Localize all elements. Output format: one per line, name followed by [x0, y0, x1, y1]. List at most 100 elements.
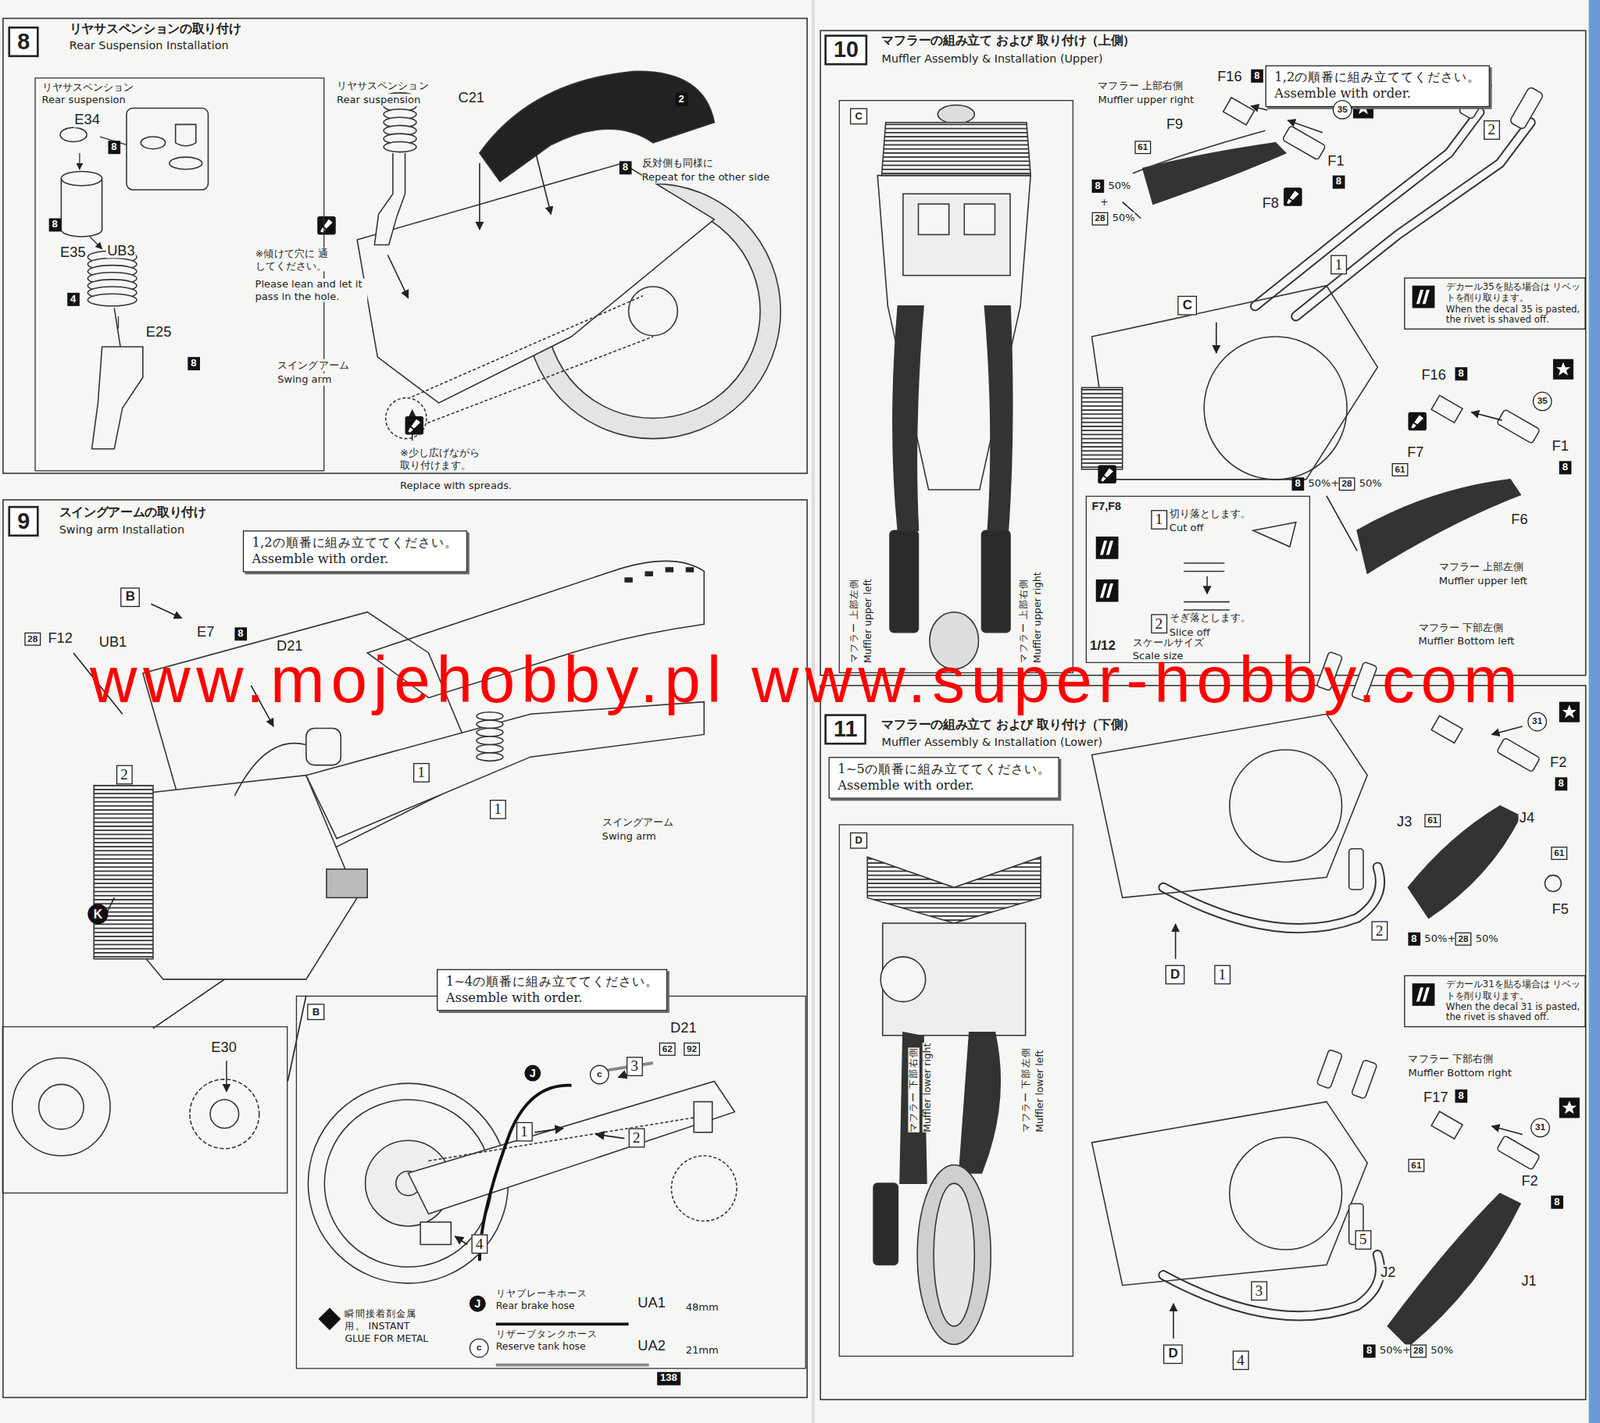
callout-number: 2 [628, 1128, 645, 1148]
paint-code: 8 [1455, 1089, 1468, 1103]
note-text: マフラー 上部左側 [1439, 560, 1525, 573]
hose-mark: J [524, 1065, 541, 1083]
node-text: Assemble with order. [252, 551, 459, 568]
note-text: Swing arm [277, 373, 332, 386]
callout-number: 1 [516, 1122, 533, 1142]
note-text: Swing arm [602, 830, 657, 843]
decal-number: 35 [1532, 392, 1553, 412]
step-title-en: Muffler Assembly & Installation (Lower) [881, 736, 1103, 750]
paint-code: 28 [1092, 212, 1109, 226]
note-text: 50% [1112, 212, 1136, 225]
note-text: 50%+ [1424, 932, 1456, 945]
note-text: ※少し広げながら 取り付けます。 [400, 446, 493, 471]
note-text: スイングアーム [277, 359, 349, 372]
note-text: そぎ落とします。 [1169, 612, 1251, 625]
part-number: E34 [73, 112, 101, 129]
node-text: Assemble with order. [837, 778, 1050, 795]
note-text: 反対側も同様に [642, 157, 714, 169]
muffler-label: Muffler lower left [1034, 1050, 1046, 1133]
part-number: F6 [1510, 512, 1529, 529]
callout-number: 1 [1214, 965, 1230, 985]
step-title-en: Rear Suspension Installation [69, 39, 229, 54]
callout-number: 1 [1150, 510, 1167, 529]
hose-mark: J [469, 1296, 486, 1313]
muffler-label: マフラー 下部左側 [1020, 1047, 1032, 1133]
part-number: E35 [59, 244, 87, 261]
node-text: 1,2の順番に組み立ててください。 [1274, 69, 1481, 86]
view-letter: C [1177, 296, 1197, 316]
muffler-label: Muffler upper left [863, 578, 875, 664]
paint-code: 8 [1332, 175, 1345, 189]
part-number: F1 [1326, 153, 1346, 169]
callout-number: 1 [1330, 255, 1347, 275]
paint-code: 61 [1550, 846, 1568, 861]
paint-code: 62 [659, 1042, 676, 1057]
decal-note: デカール31を貼る場合は リベットを削り取ります。When the decal … [1403, 975, 1586, 1029]
note-text: Please lean and let it pass in the hole. [255, 278, 368, 303]
note-text: 50% [1107, 179, 1131, 192]
note-text: マフラー 下部右側 [1407, 1053, 1493, 1065]
node-text: D [850, 832, 868, 850]
note-text: Rear suspension [336, 93, 421, 106]
step-title: マフラーの組み立て および 取り付け（下側） [881, 718, 1135, 733]
muffler-label: マフラー 上部右側 [1018, 578, 1030, 664]
order-note: 1,2の順番に組み立ててください。Assemble with order. [242, 530, 468, 572]
note-text: マフラー 上部右側 [1097, 79, 1183, 92]
paint-code: 8 [1292, 477, 1304, 490]
note-text: 50% [1475, 932, 1499, 945]
node-text: 9 [17, 507, 30, 535]
note-text: 切り落とします。 [1169, 507, 1251, 520]
part-number: F7 [1406, 444, 1425, 461]
node-text: K [87, 903, 108, 925]
paint-code: 28 [1339, 477, 1356, 491]
part-number: F9 [1165, 116, 1185, 133]
part-number: F2 [1549, 755, 1568, 772]
view-letter: B [120, 587, 140, 608]
decal-number: 31 [1527, 712, 1547, 733]
part-number: E25 [144, 324, 172, 340]
step-title-en: Swing arm Installation [59, 524, 185, 538]
paint-code: 61 [1407, 1159, 1425, 1173]
note-text: 48mm [685, 1302, 719, 1315]
callout-number: 2 [1150, 614, 1167, 633]
node-text: D [1170, 966, 1180, 984]
decal-note: デカール35を貼る場合は リベットを削り取ります。When the decal … [1403, 277, 1586, 330]
part-number: E7 [196, 624, 216, 640]
paint-code: 2 [675, 92, 688, 106]
note-text: スイングアーム [602, 816, 674, 829]
part-number: UB3 [106, 242, 136, 259]
watermark: www.mojehobby.pl www.super-hobby.com [89, 646, 1524, 713]
note-text: マフラー 下部左側 [1418, 622, 1504, 635]
muffler-label: Muffler upper right [1032, 571, 1044, 664]
order-note: 1~4の順番に組み立ててください。Assemble with order. [436, 969, 668, 1011]
paint-code: 61 [1424, 814, 1441, 828]
scale-text: 1/12 [1089, 639, 1116, 655]
callout-number: 1 [413, 763, 429, 783]
part-number: F16 [1420, 367, 1447, 383]
note-text: Muffler upper left [1439, 575, 1528, 588]
part-number: UA2 [636, 1339, 667, 1355]
paint-code: 61 [1392, 463, 1409, 477]
note-text: Muffler Bottom left [1418, 635, 1515, 648]
callout-number: 2 [116, 765, 133, 785]
view-letter: D [1165, 965, 1186, 986]
node-text: デカール31を貼る場合は リベットを削り取ります。 [1446, 979, 1581, 1002]
step-number: 11 [824, 714, 867, 746]
node-text: 10 [833, 36, 859, 64]
legend-text: リザーブタンクホース Reserve tank hose [496, 1328, 613, 1354]
node-text: B [125, 589, 136, 607]
paint-code: 8 [1250, 69, 1263, 83]
node-text: When the decal 31 is pasted, the rivet i… [1446, 1001, 1581, 1024]
order-note: 1~5の順番に組み立ててください。Assemble with order. [828, 757, 1061, 799]
paint-code: 61 [1134, 140, 1151, 154]
note-text: スケールサイズ [1132, 636, 1204, 649]
note-text: Muffler Bottom right [1407, 1067, 1511, 1079]
paint-code: 28 [1410, 1344, 1427, 1358]
node-text: C [850, 107, 868, 125]
part-number: J4 [1518, 810, 1536, 826]
step-title: リヤサスペンションの取り付け [69, 22, 241, 37]
paint-code: 8 [1559, 460, 1572, 474]
part-number: UA1 [636, 1296, 667, 1312]
callout-number: 4 [471, 1234, 487, 1254]
node-text: 1~5の順番に組み立ててください。 [837, 760, 1050, 778]
